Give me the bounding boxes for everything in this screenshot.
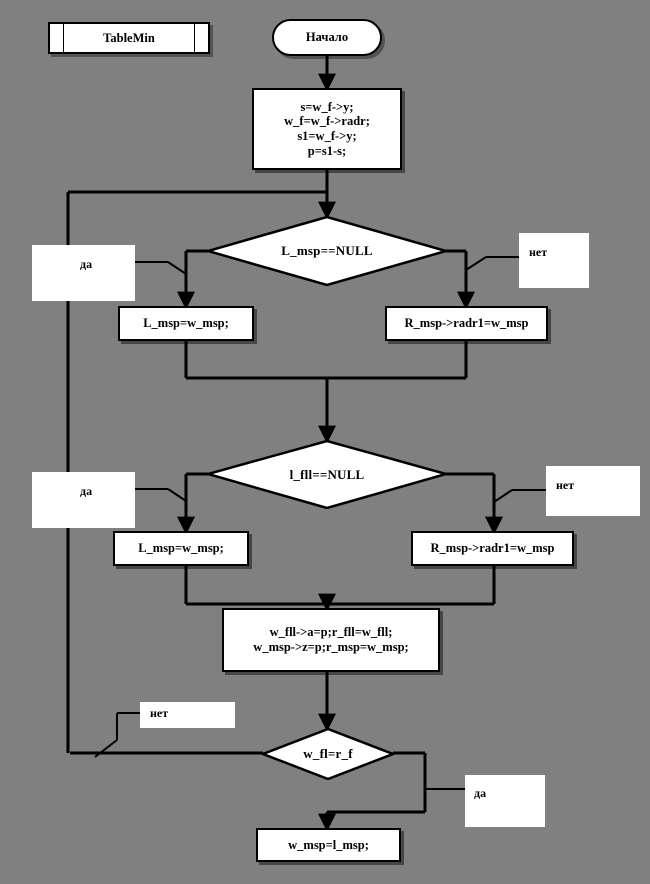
d3-yes-text: да [474,786,487,800]
branch-label-d2-yes: да [32,472,135,528]
branch-label-d1-yes: да [32,245,135,301]
init-process-box[interactable]: s=w_f->y; w_f=w_f->radr; s1=w_f->y; p=s1… [252,88,402,170]
init-process-label: s=w_f->y; w_f=w_f->radr; s1=w_f->y; p=s1… [284,99,370,158]
d2-no-action-box[interactable]: R_msp->radr1=w_msp [411,531,574,566]
decision-l-msp-null-label: L_msp==NULL [281,243,373,258]
d1-yes-action-box[interactable]: L_msp=w_msp; [118,306,254,341]
d2-yes-action-box[interactable]: L_msp=w_msp; [113,531,249,566]
branch-label-d3-yes: да [465,775,545,827]
d3-no-text: нет [150,706,169,720]
rail-left [63,24,64,52]
decision-diamond-shape [262,728,394,780]
d1-no-text: нет [529,245,548,259]
d1-yes-action-label: L_msp=w_msp; [143,316,229,331]
assign-process-label: w_fll->a=p;r_fll=w_fll; w_msp->z=p;r_msp… [253,625,409,654]
final-action-label: w_msp=l_msp; [288,837,369,852]
decision-diamond-shape [207,440,447,509]
decision-l-fll-null-label: l_fll==NULL [289,466,365,482]
d2-no-text: нет [556,478,575,492]
branch-label-d3-no: нет [140,702,235,728]
d2-yes-action-label: L_msp=w_msp; [138,541,224,556]
d1-yes-text: да [80,257,93,271]
d2-yes-text: да [80,484,93,498]
final-action-box[interactable]: w_msp=l_msp; [256,828,401,862]
start-terminator[interactable]: Начало [272,19,382,56]
d2-no-action-label: R_msp->radr1=w_msp [430,541,555,556]
title-box-label: TableMin [103,30,155,45]
decision-w-fl-r-f-label: w_fl=r_f [303,746,353,761]
decision-l-fll-null[interactable]: l_fll==NULL [207,440,447,509]
decision-l-msp-null[interactable]: L_msp==NULL [207,216,447,286]
decision-w-fl-r-f[interactable]: w_fl=r_f [262,728,394,780]
branch-label-d1-no: нет [519,233,589,288]
start-label: Начало [305,30,349,45]
d1-no-action-box[interactable]: R_msp->radr1=w_msp [385,306,548,341]
title-predefined-process-box[interactable]: TableMin [48,22,210,54]
decision-diamond-shape [207,216,447,286]
branch-label-d2-no: нет [546,466,640,516]
rail-right [194,24,195,52]
d1-no-action-label: R_msp->radr1=w_msp [404,316,529,331]
assign-process-box[interactable]: w_fll->a=p;r_fll=w_fll; w_msp->z=p;r_msp… [222,608,440,672]
